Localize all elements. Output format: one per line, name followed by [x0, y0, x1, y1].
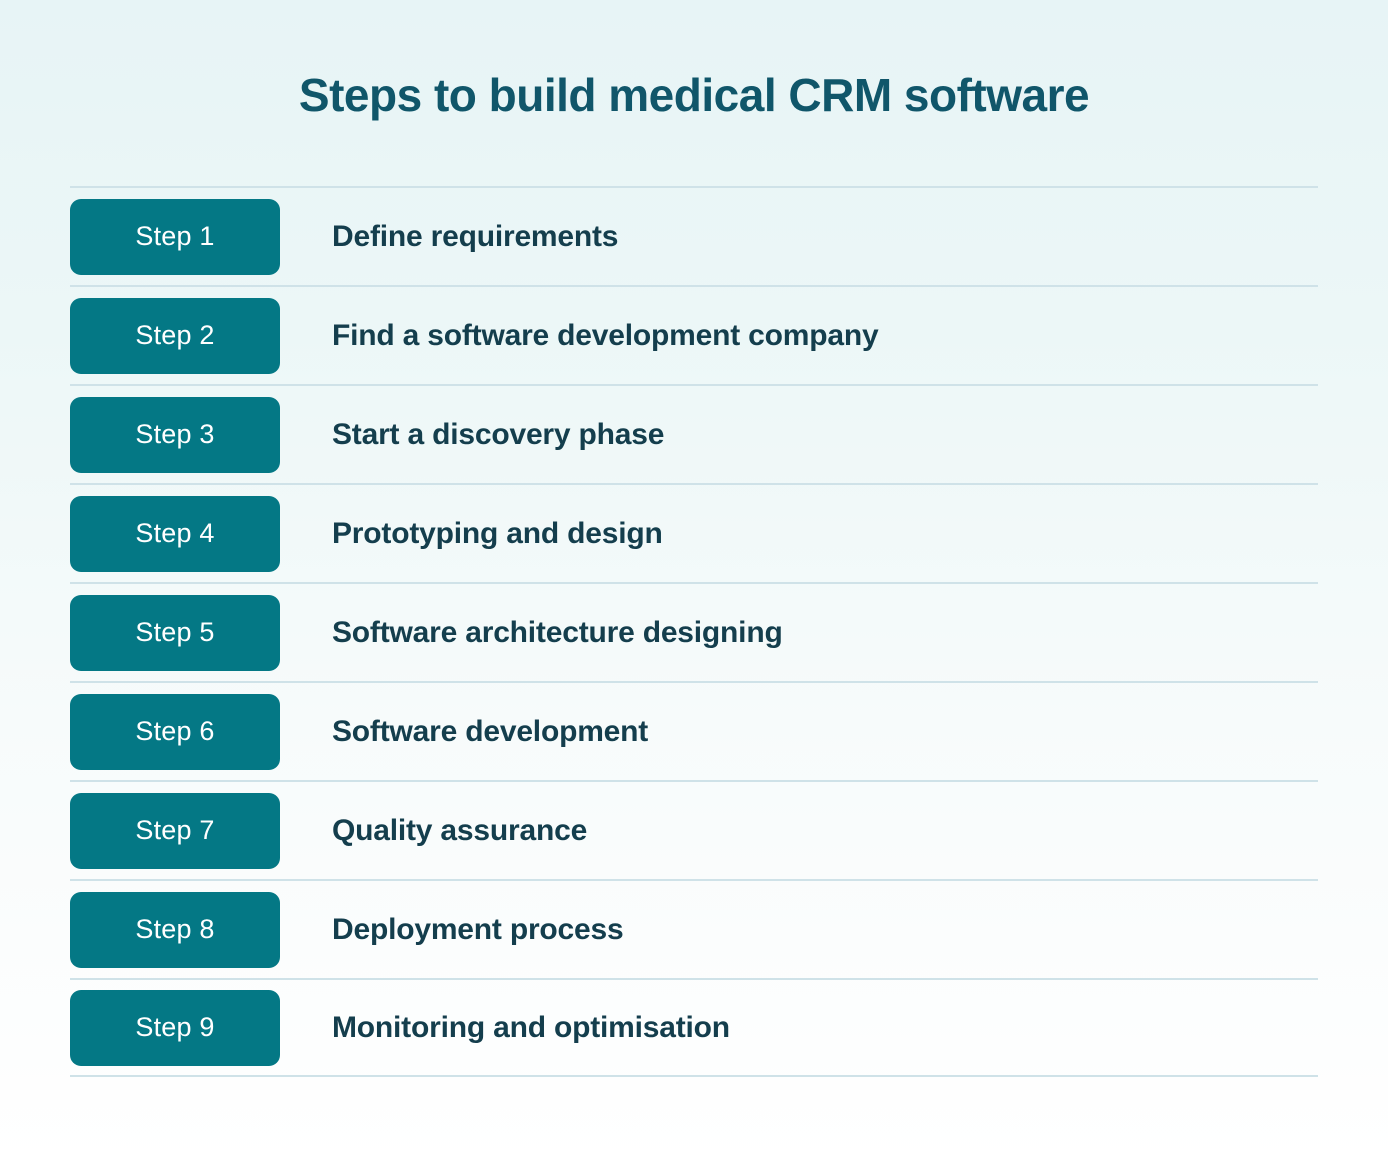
step-row: Step 1 Define requirements: [70, 186, 1318, 285]
step-badge: Step 4: [70, 495, 280, 572]
step-label: Monitoring and optimisation: [332, 1010, 730, 1044]
step-row: Step 2 Find a software development compa…: [70, 285, 1318, 384]
step-label: Quality assurance: [332, 813, 588, 847]
step-badge: Step 7: [70, 792, 280, 869]
page-title: Steps to build medical CRM software: [298, 69, 1090, 121]
step-row: Step 9 Monitoring and optimisation: [70, 978, 1318, 1078]
step-row: Step 8 Deployment process: [70, 879, 1318, 978]
step-label: Deployment process: [332, 912, 624, 946]
step-label: Find a software development company: [332, 318, 879, 352]
steps-list: Step 1 Define requirements Step 2 Find a…: [70, 186, 1318, 1078]
step-badge: Step 2: [70, 297, 280, 374]
step-badge: Step 6: [70, 693, 280, 770]
step-label: Define requirements: [332, 219, 619, 253]
step-label: Start a discovery phase: [332, 417, 665, 451]
step-badge: Step 3: [70, 396, 280, 473]
step-row: Step 3 Start a discovery phase: [70, 384, 1318, 483]
step-row: Step 5 Software architecture designing: [70, 582, 1318, 681]
step-badge: Step 8: [70, 891, 280, 968]
step-badge: Step 9: [70, 989, 280, 1066]
step-label: Software architecture designing: [332, 615, 783, 649]
step-badge: Step 1: [70, 198, 280, 275]
step-row: Step 7 Quality assurance: [70, 780, 1318, 879]
step-label: Prototyping and design: [332, 516, 663, 550]
step-row: Step 4 Prototyping and design: [70, 483, 1318, 582]
step-row: Step 6 Software development: [70, 681, 1318, 780]
step-badge: Step 5: [70, 594, 280, 671]
step-label: Software development: [332, 714, 649, 748]
